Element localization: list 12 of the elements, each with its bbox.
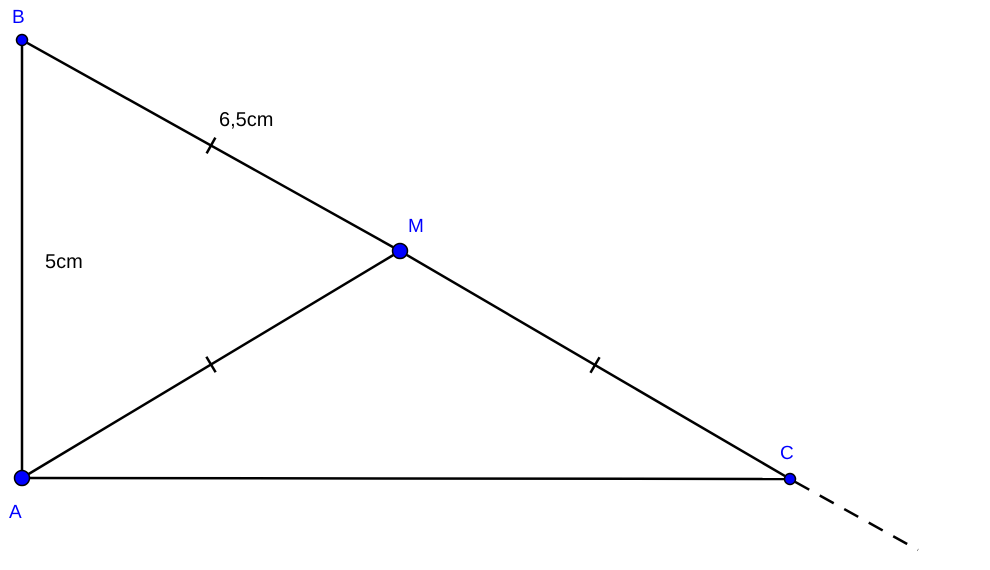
point-label: A [9, 503, 22, 523]
line-segment [20, 46, 24, 470]
length-label: 5cm [45, 251, 83, 273]
point-label: C [780, 444, 794, 464]
point-label: M [408, 217, 424, 237]
line-segment [28, 254, 394, 475]
line-segment [26, 42, 394, 248]
line-segment [30, 476, 784, 480]
dashed-extension-line [794, 480, 919, 552]
line-segment [406, 254, 786, 478]
length-label: 6,5cm [219, 109, 274, 131]
point-label: B [12, 8, 25, 28]
